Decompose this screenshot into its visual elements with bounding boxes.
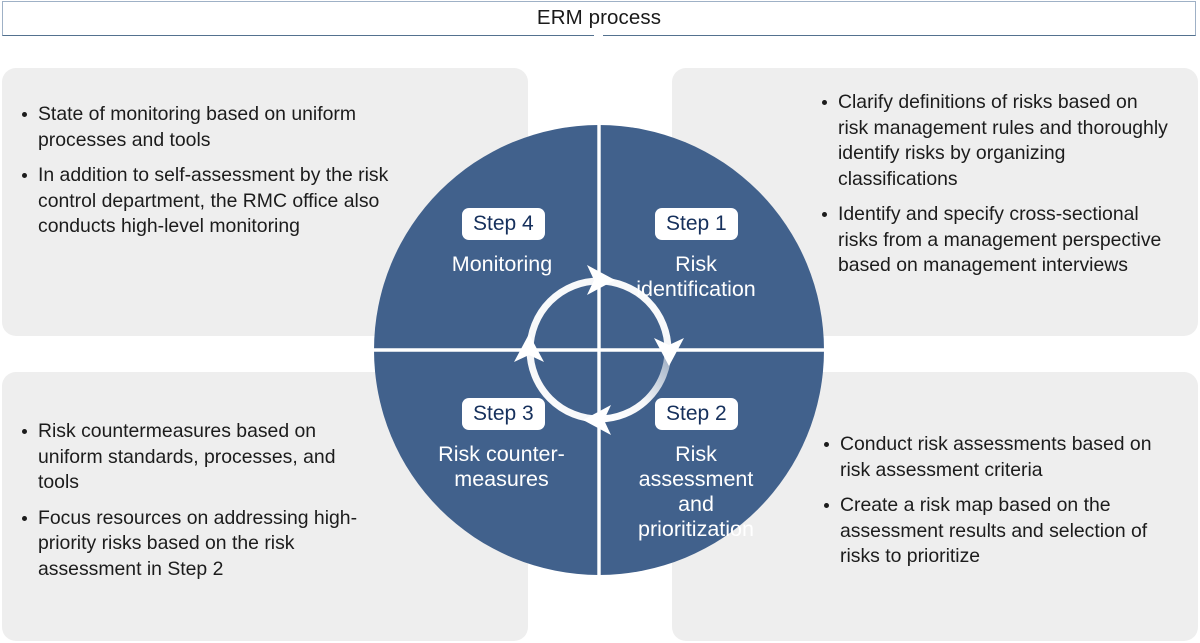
list-item: Conduct risk assessments based on risk a…	[822, 432, 1167, 483]
quadrant-title-risk-assessment: Risk assessment and prioritization	[638, 442, 754, 541]
list-item: Risk countermeasures based on uniform st…	[20, 419, 380, 496]
arrowhead-top	[587, 265, 615, 295]
step-badge-2: Step 2	[655, 398, 738, 430]
step-badge-4: Step 4	[462, 208, 545, 240]
list-item: Focus resources on addressing high-prior…	[20, 506, 380, 583]
arrowhead-bottom	[583, 405, 611, 435]
quadrant-title-risk-identification: Risk identification	[636, 252, 756, 301]
cycle-arrowheads	[514, 265, 684, 435]
quadrant-title-risk-countermeasures: Risk counter- measures	[438, 442, 565, 491]
list-item: Clarify definitions of risks based on ri…	[820, 90, 1172, 192]
list-item: Create a risk map based on the assessmen…	[822, 493, 1167, 570]
bullet-list-step4: State of monitoring based on uniform pro…	[20, 102, 392, 240]
arrowhead-right	[654, 338, 684, 366]
cycle-circle: Step 4 Monitoring Step 1 Risk identifica…	[374, 125, 824, 575]
step-badge-3: Step 3	[462, 398, 545, 430]
header-bar: ERM process	[2, 1, 1196, 36]
list-item: State of monitoring based on uniform pro…	[20, 102, 392, 153]
bullet-list-step3: Risk countermeasures based on uniform st…	[20, 419, 380, 582]
list-item: Identify and specify cross-sectional ris…	[820, 202, 1172, 279]
header-divider-notch	[594, 33, 603, 38]
bullet-list-step2: Conduct risk assessments based on risk a…	[822, 432, 1167, 570]
arrowhead-left	[514, 334, 544, 362]
cycle-arrow-ring	[526, 277, 672, 423]
step-badge-1: Step 1	[655, 208, 738, 240]
quadrant-title-monitoring: Monitoring	[451, 252, 553, 276]
list-item: In addition to self-assessment by the ri…	[20, 163, 392, 240]
page-title: ERM process	[536, 6, 662, 30]
bullet-list-step1: Clarify definitions of risks based on ri…	[820, 90, 1172, 279]
